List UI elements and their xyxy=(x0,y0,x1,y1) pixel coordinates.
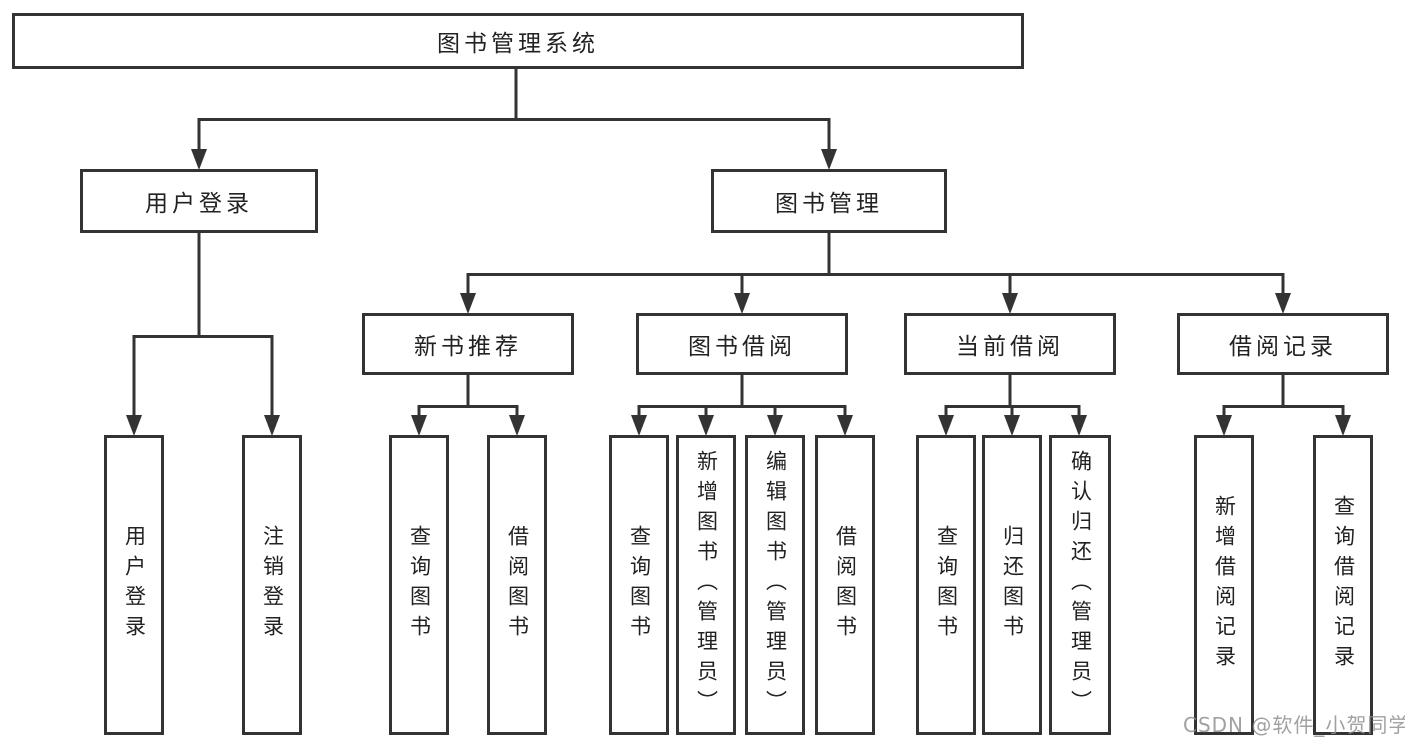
node-new-book-recommend: 新书推荐 xyxy=(362,313,574,375)
connector-new-book xyxy=(411,375,525,436)
leaf-edit-book-admin: 编辑图书（管理员） xyxy=(745,435,805,735)
leaf-add-book-admin: 新增图书（管理员） xyxy=(676,435,736,735)
connector-borrow-records xyxy=(1216,375,1351,436)
connector-book-borrow xyxy=(631,375,853,436)
connector-user-login xyxy=(126,233,280,436)
node-book-management: 图书管理 xyxy=(711,169,947,233)
node-book-borrow: 图书借阅 xyxy=(636,313,848,375)
leaf-borrow-book-newbook: 借阅图书 xyxy=(487,435,547,735)
leaf-add-borrow-record: 新增借阅记录 xyxy=(1194,435,1254,735)
leaf-query-book-borrow: 查询图书 xyxy=(609,435,669,735)
node-borrow-records: 借阅记录 xyxy=(1177,313,1389,375)
leaf-confirm-return-admin: 确认归还（管理员） xyxy=(1049,435,1111,735)
leaf-return-book: 归还图书 xyxy=(982,435,1042,735)
node-library-system: 图书管理系统 xyxy=(12,13,1024,69)
leaf-query-borrow-record: 查询借阅记录 xyxy=(1313,435,1373,735)
leaf-query-book-current: 查询图书 xyxy=(916,435,976,735)
leaf-user-login: 用户登录 xyxy=(104,435,164,735)
leaf-query-book-newbook: 查询图书 xyxy=(389,435,449,735)
connector-current-borrow xyxy=(938,375,1087,436)
node-user-login: 用户登录 xyxy=(80,169,318,233)
leaf-borrow-book: 借阅图书 xyxy=(815,435,875,735)
connector-root xyxy=(191,69,837,170)
connector-book-management xyxy=(460,233,1291,314)
node-current-borrow: 当前借阅 xyxy=(904,313,1116,375)
watermark: CSDN @软件_小贺同学 xyxy=(1183,713,1405,737)
leaf-logout: 注销登录 xyxy=(242,435,302,735)
